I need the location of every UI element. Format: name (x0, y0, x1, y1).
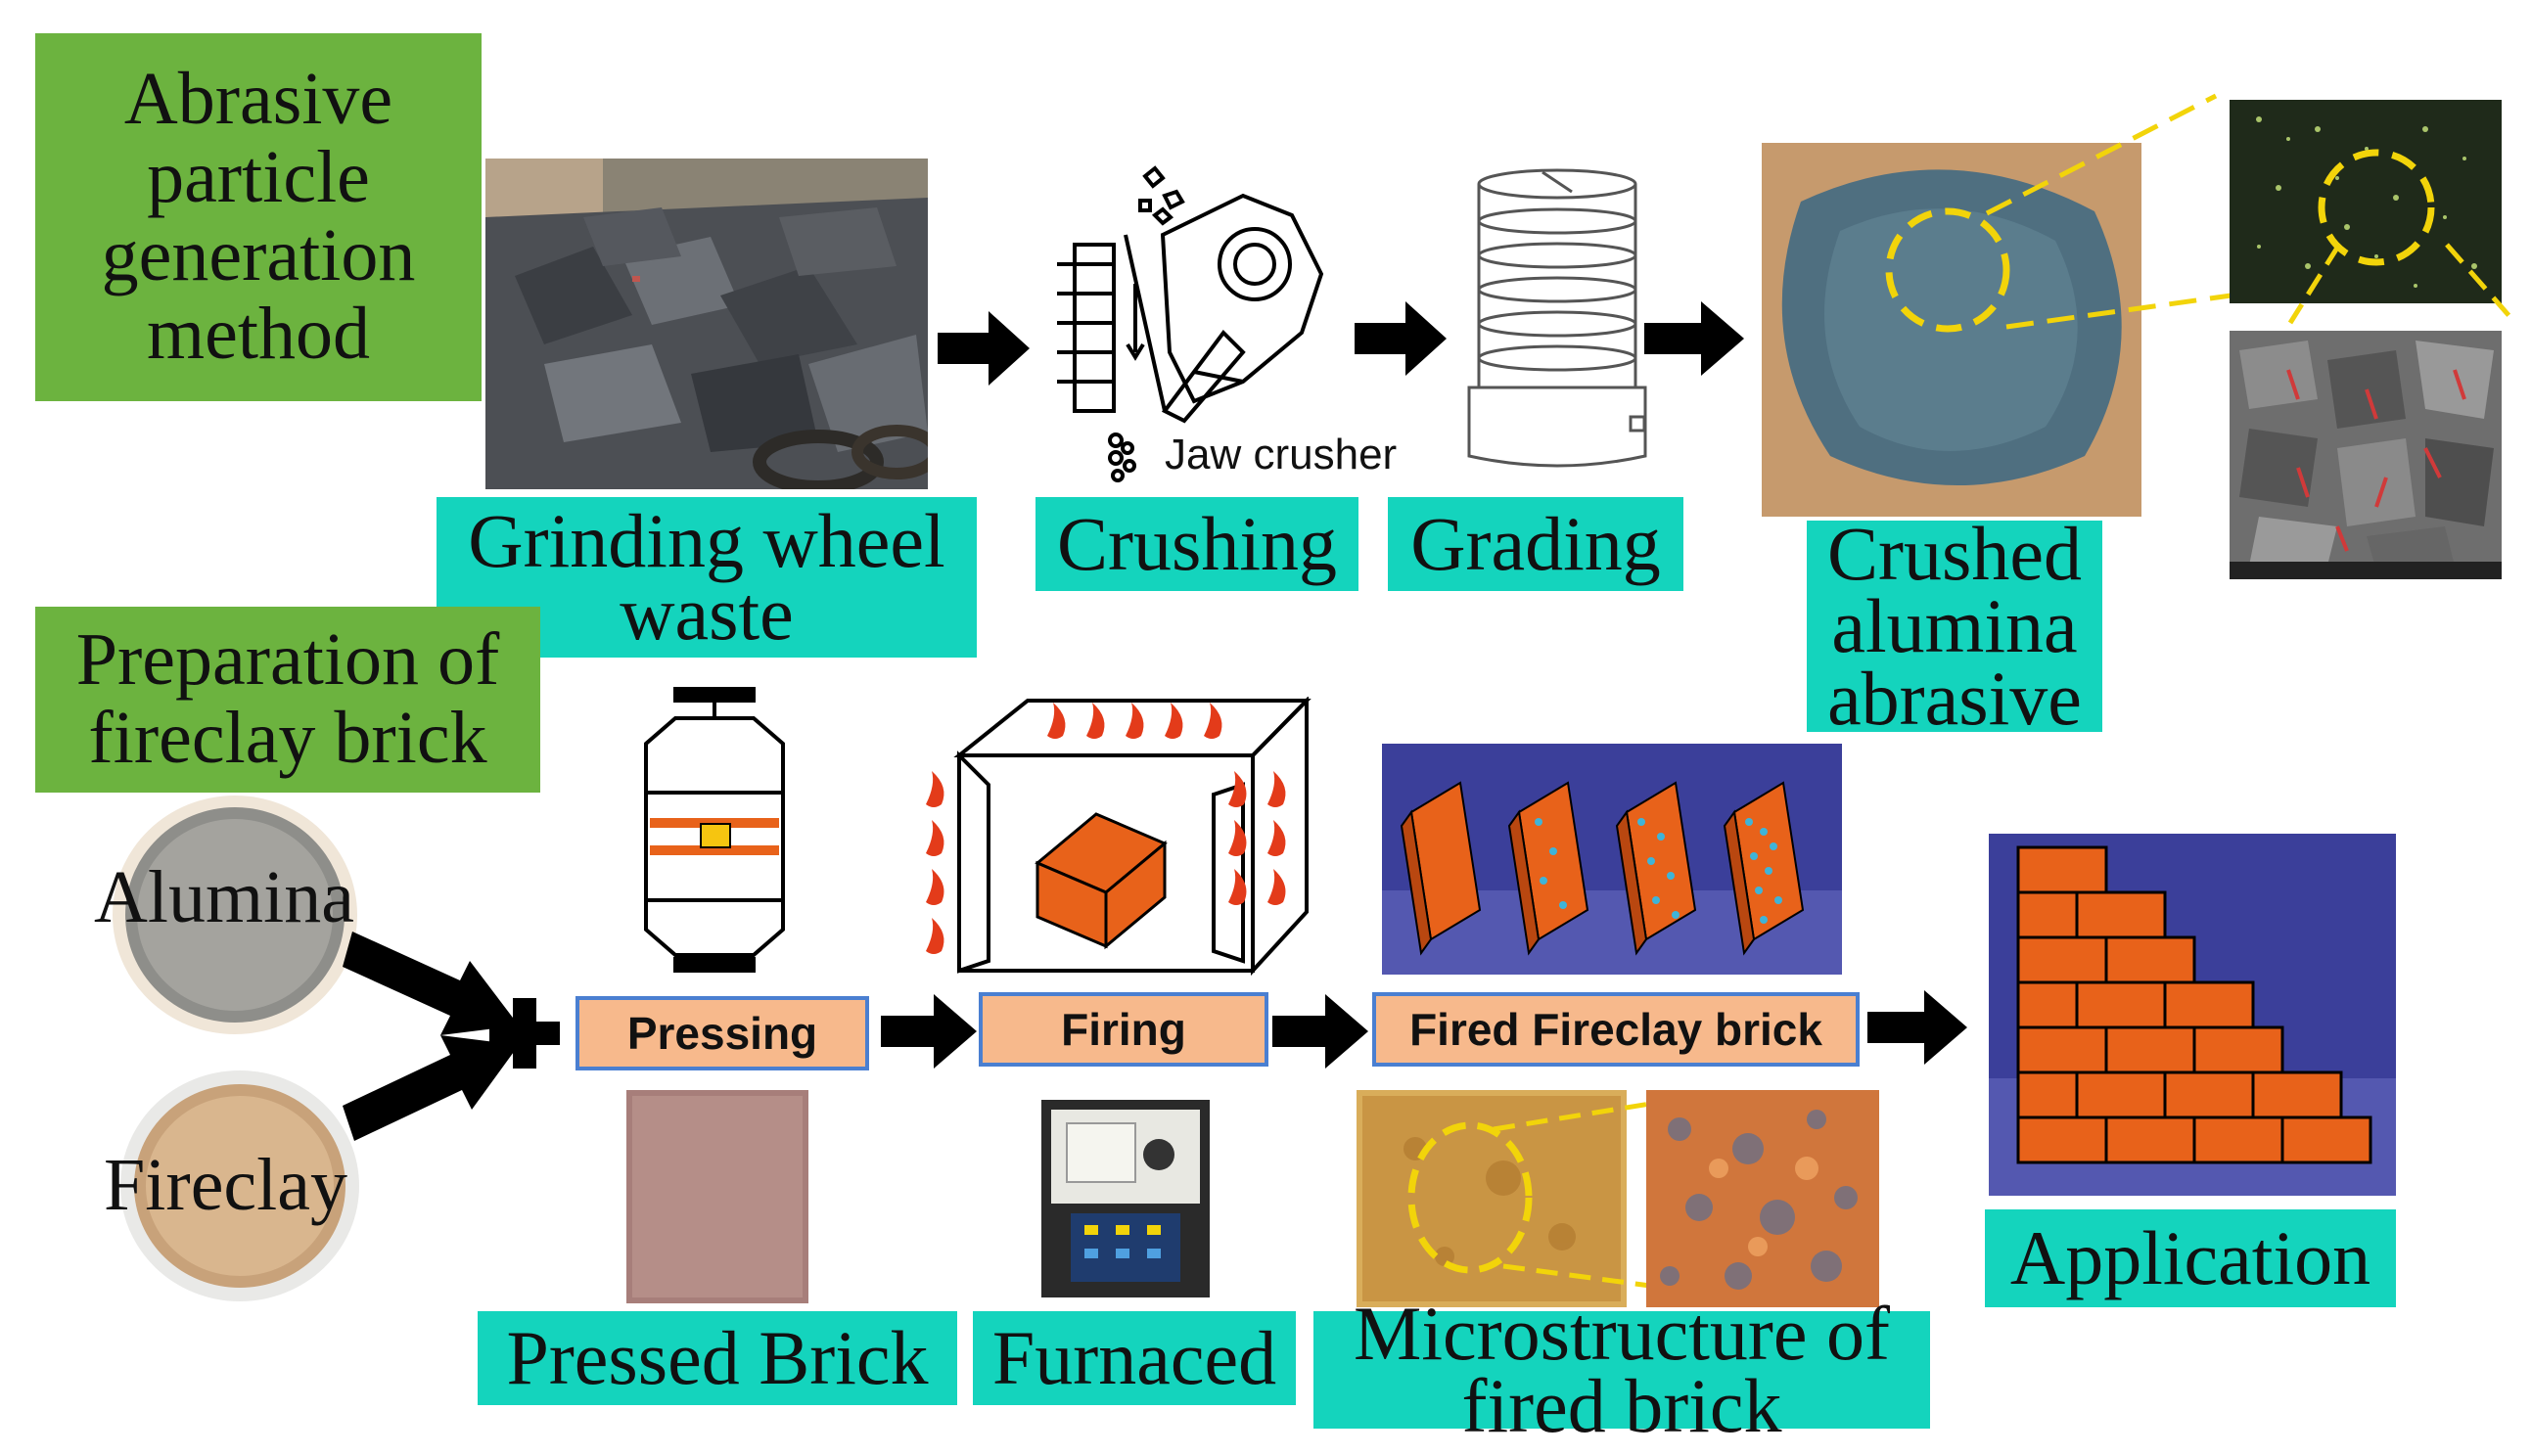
caption-crushing: Crushing (1035, 497, 1358, 591)
caption-grading: Grading (1388, 497, 1683, 591)
arrow-right-icon (1272, 994, 1368, 1069)
furnace-photo (1041, 1100, 1210, 1297)
sem-micrograph-illustration (2230, 331, 2502, 579)
caption-crushing-text: Crushing (1056, 500, 1338, 586)
alumina-dish-photo (113, 796, 357, 1034)
pressed-brick-photo (622, 1086, 812, 1307)
arrow-right-icon (881, 994, 977, 1069)
process-box-pressing-text: Pressing (626, 1008, 818, 1059)
fired-bricks-panel (1382, 744, 1842, 975)
sem-micrograph-photo (2230, 331, 2502, 579)
optical-micrograph-photo (2230, 100, 2502, 303)
microstructure-photos (1357, 1090, 1879, 1307)
caption-furnaced: Furnaced (973, 1311, 1296, 1405)
arrow-right-icon (1867, 990, 1967, 1065)
input-merge-arrows (343, 932, 519, 1141)
crushed-alumina-illustration (1762, 143, 2141, 517)
arrow-right-icon (1355, 301, 1447, 376)
process-box-firing: Firing (979, 992, 1268, 1067)
alumina-label: Alumina (94, 856, 354, 938)
caption-furnaced-text: Furnaced (991, 1314, 1277, 1400)
abrasive-method-title-text: Abrasive particle generation method (101, 58, 416, 375)
process-box-firing-text: Firing (1061, 1004, 1186, 1055)
brick-wall-application (1989, 834, 2396, 1196)
crushed-alumina-photo (1762, 143, 2141, 517)
arrow-right-icon (1644, 301, 1744, 376)
arrow-right-icon (938, 311, 1030, 386)
process-box-fired-fireclay-brick-text: Fired Fireclay brick (1409, 1004, 1822, 1055)
jaw-crusher-diagram (1057, 165, 1324, 482)
furnace-firing-diagram (926, 697, 1312, 977)
caption-pressed-brick: Pressed Brick (478, 1311, 957, 1405)
caption-application: Application (1985, 1209, 2396, 1307)
optical-micrograph-illustration (2230, 100, 2502, 303)
caption-crushed-alumina-abrasive: Crushed alumina abrasive (1807, 510, 2102, 742)
grinding-wheel-waste-photo (485, 159, 928, 489)
caption-microstructure-text: Microstructure of fired brick (1354, 1290, 1890, 1448)
plus-icon (489, 998, 560, 1069)
fireclay-label: Fireclay (104, 1144, 348, 1226)
press-machine-diagram (644, 687, 785, 973)
caption-pressed-brick-text: Pressed Brick (506, 1314, 929, 1400)
sieve-stack-diagram (1467, 168, 1647, 468)
grinding-wheel-waste-illustration (485, 159, 928, 489)
abrasive-method-title: Abrasive particle generation method (35, 33, 482, 401)
caption-microstructure: Microstructure of fired brick (1313, 1295, 1930, 1444)
caption-crushed-alumina-abrasive-text: Crushed alumina abrasive (1827, 510, 2082, 742)
process-box-fired-fireclay-brick: Fired Fireclay brick (1372, 992, 1860, 1067)
jaw-crusher-caption: Jaw crusher (1165, 431, 1398, 478)
fireclay-brick-title-text: Preparation of fireclay brick (75, 618, 500, 779)
caption-application-text: Application (2009, 1214, 2371, 1300)
zoom-connector-lines-2 (2287, 243, 2517, 325)
fireclay-brick-title: Preparation of fireclay brick (35, 607, 540, 793)
process-box-pressing: Pressing (575, 996, 869, 1070)
caption-grinding-wheel-waste-text: Grinding wheel waste (468, 497, 945, 656)
fireclay-dish-photo (120, 1070, 359, 1301)
caption-grading-text: Grading (1410, 500, 1661, 586)
